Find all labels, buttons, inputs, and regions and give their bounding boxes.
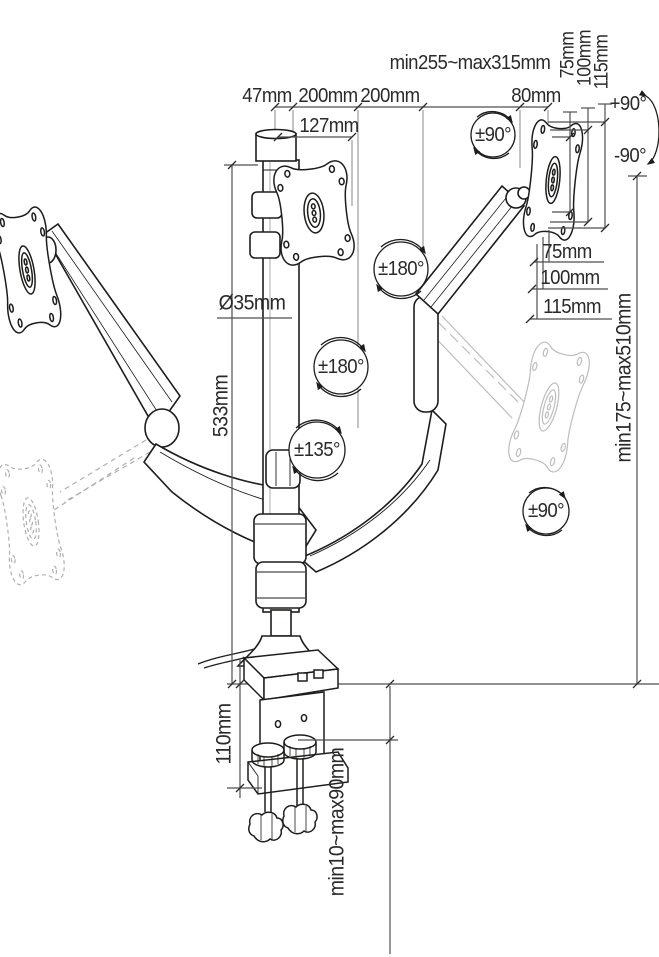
rotation-top-90-label: ±90°	[474, 124, 512, 146]
dim-80mm-label: 80mm	[511, 85, 561, 107]
tilt-down-label: -90°	[613, 145, 647, 167]
left-vesa-plate	[0, 206, 63, 335]
dim-200mm-right-label: 200mm	[360, 85, 420, 107]
thumb-screw-knob	[283, 734, 317, 760]
dim-top-range-label: min255~max315mm	[389, 52, 551, 74]
rotation-circle-center-135	[288, 419, 346, 482]
height-range-label: min175~max510mm	[612, 293, 636, 463]
clamp-height-label: 110mm	[212, 703, 236, 765]
ghost-right-vesa-plate	[505, 340, 593, 474]
dimension-ticks	[227, 102, 642, 793]
dimension-lines	[217, 103, 647, 954]
clamp-thickness-range-label: min10~max90mm	[325, 747, 349, 897]
pole-height-label: 533mm	[209, 374, 233, 438]
rotation-center-135-label: ±135°	[294, 439, 340, 461]
vesa-top-115mm-label: 115mm	[591, 34, 613, 90]
dim-47mm-label: 47mm	[242, 85, 292, 107]
tilt-arc-arrow	[638, 90, 659, 165]
desk-clamp	[242, 649, 349, 843]
vesa-right-100mm-label: 100mm	[540, 267, 600, 289]
ghost-right-arm	[427, 315, 527, 419]
thumb-screw-knob	[251, 742, 285, 768]
tilt-up-label: +90°	[609, 93, 647, 115]
rotation-circle-top-90	[470, 110, 516, 160]
dim-200mm-left-label: 200mm	[298, 85, 358, 107]
rotation-circle-center-180	[313, 336, 369, 398]
wing-nut	[282, 803, 318, 835]
wing-nut	[248, 811, 284, 843]
pole-diameter-label: Ø35mm	[218, 291, 286, 315]
rotation-indicators	[288, 90, 659, 537]
rotation-bottom-90-label: ±90°	[527, 500, 565, 522]
vesa-right-75mm-label: 75mm	[542, 241, 592, 263]
dim-127mm-label: 127mm	[299, 115, 359, 137]
center-vesa-plate	[272, 160, 355, 266]
right-arm	[298, 184, 531, 573]
ghost-left-arm	[53, 439, 151, 511]
rotation-circle-bottom-90	[522, 486, 570, 537]
ghost-left-vesa-plate	[0, 458, 66, 586]
rotation-circle-right-180	[373, 238, 429, 300]
rotation-center-180-label: ±180°	[318, 356, 364, 378]
rotation-right-180-label: ±180°	[378, 258, 424, 280]
vesa-right-115mm-label: 115mm	[543, 296, 601, 318]
